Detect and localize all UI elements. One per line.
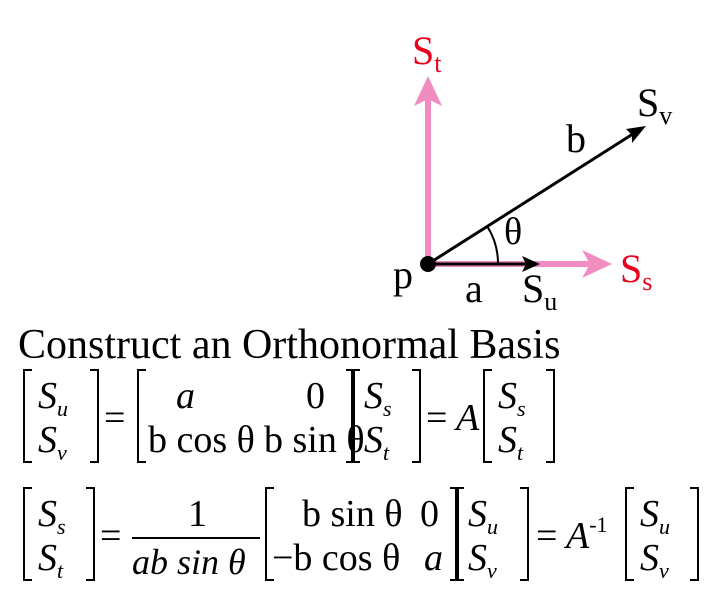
eq1-m22: b sin θ: [264, 419, 365, 461]
eq2-equals-2: =: [536, 515, 557, 557]
eq1-lhs-bottom: Sv: [38, 419, 67, 465]
eq1-rhs-top: Ss: [498, 375, 526, 421]
eq2-matrix-bracket-right: [450, 487, 459, 581]
label-su: Su: [522, 266, 557, 316]
eq1-vec-top: Ss: [364, 375, 392, 421]
vector-arrowhead-su: [522, 256, 540, 272]
label-st: St: [412, 28, 442, 78]
eq2-equals-1: =: [100, 515, 121, 557]
eq1-m12: 0: [306, 375, 325, 417]
heading: Construct an Orthonormal Basis: [18, 322, 560, 368]
eq2-rhs-bracket-right: [690, 487, 699, 581]
eq2-rhs-bottom: Sv: [640, 537, 669, 583]
eq2-m11: b sin θ: [302, 493, 403, 535]
vector-diagram: St Ss Sv Su b a p θ: [393, 28, 672, 316]
eq2-vec-bracket-left: [455, 487, 464, 581]
eq2-matrix-bracket-left: [265, 487, 274, 581]
label-theta: θ: [504, 211, 522, 253]
eq2-lhs-bracket-left: [23, 487, 32, 581]
point-p: [420, 256, 436, 272]
label-p: p: [393, 252, 413, 297]
eq2-vec-bottom: Sv: [468, 537, 497, 583]
eq1-equals-1: =: [104, 397, 125, 439]
eq2-frac-den: ab sin θ: [132, 542, 246, 582]
eq1-vec-bottom: St: [364, 419, 390, 465]
equation-1: Su Sv = a 0 b cos θ b sin θ Ss St = A Ss…: [23, 369, 555, 465]
label-ss: Ss: [620, 246, 652, 296]
eq2-lhs-bottom: St: [38, 537, 64, 583]
eq1-lhs-bracket-right: [90, 369, 99, 463]
vector-arrowhead-sv: [626, 126, 646, 143]
eq2-m22: a: [424, 537, 443, 579]
eq1-m11: a: [176, 375, 195, 417]
eq2-rhs-bracket-left: [625, 487, 634, 581]
equation-2: Ss St = 1 ab sin θ b sin θ 0 −b cos θ a …: [23, 487, 699, 583]
eq2-lhs-bracket-right: [86, 487, 95, 581]
basis-arrowhead-ss: [582, 250, 612, 278]
eq2-lhs-top: Ss: [38, 493, 66, 539]
vector-arrow-sv: [427, 130, 637, 266]
eq1-lhs-top: Su: [38, 375, 68, 421]
eq2-frac-num: 1: [188, 493, 207, 535]
theta-arc: [486, 225, 500, 265]
eq2-vec-top: Su: [468, 493, 498, 539]
eq1-vec-bracket-left: [351, 369, 360, 463]
eq2-coef-A: A-1: [563, 512, 608, 557]
eq1-matrix-bracket-right: [346, 369, 355, 463]
eq1-equals-2: =: [426, 397, 447, 439]
label-b: b: [566, 116, 586, 161]
label-a: a: [465, 266, 483, 311]
eq1-rhs-bracket-left: [483, 369, 492, 463]
eq1-rhs-bracket-right: [546, 369, 555, 463]
eq1-rhs-bottom: St: [498, 419, 524, 465]
eq2-m12: 0: [420, 493, 439, 535]
eq2-m21: −b cos θ: [272, 537, 400, 579]
label-sv: Sv: [637, 80, 672, 130]
eq1-coef-A: A: [453, 397, 480, 439]
basis-arrowhead-st: [414, 76, 442, 106]
eq1-lhs-bracket-left: [23, 369, 32, 463]
eq1-m21: b cos θ: [148, 419, 255, 461]
eq1-matrix-bracket-left: [137, 369, 146, 463]
eq1-vec-bracket-right: [412, 369, 421, 463]
eq2-rhs-top: Su: [640, 493, 670, 539]
eq2-vec-bracket-right: [520, 487, 529, 581]
